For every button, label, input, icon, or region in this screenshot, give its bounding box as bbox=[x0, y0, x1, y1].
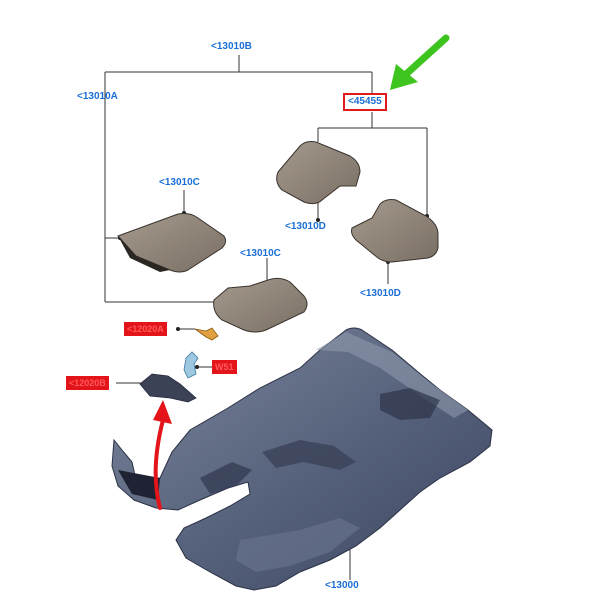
pad-part bbox=[139, 373, 197, 403]
label-13010b: <13010B bbox=[211, 41, 252, 52]
fastener-part bbox=[183, 351, 199, 379]
label-13010c-rear: <13010C bbox=[240, 248, 281, 259]
red-arrow bbox=[153, 400, 172, 510]
redacted-tag-12020a: <12020A bbox=[124, 322, 167, 336]
label-13010d-front: <13010D bbox=[285, 221, 326, 232]
floor-mat-rear-left bbox=[213, 277, 308, 333]
floor-mat-front-right bbox=[276, 141, 361, 205]
label-13010d-rear: <13010D bbox=[360, 288, 401, 299]
label-13000: <13000 bbox=[325, 580, 359, 591]
main-carpet bbox=[111, 327, 493, 591]
clip-part bbox=[194, 327, 219, 341]
label-45455-highlighted: <45455 bbox=[343, 93, 387, 111]
redacted-tag-w51: W51 bbox=[212, 360, 237, 374]
floor-mat-front-left bbox=[117, 213, 227, 273]
redacted-tag-12020b: <12020B bbox=[66, 376, 109, 390]
label-13010c-front: <13010C bbox=[159, 177, 200, 188]
green-arrow bbox=[390, 34, 450, 90]
floor-mat-rear-right bbox=[351, 199, 439, 263]
label-13010a: <13010A bbox=[77, 91, 118, 102]
